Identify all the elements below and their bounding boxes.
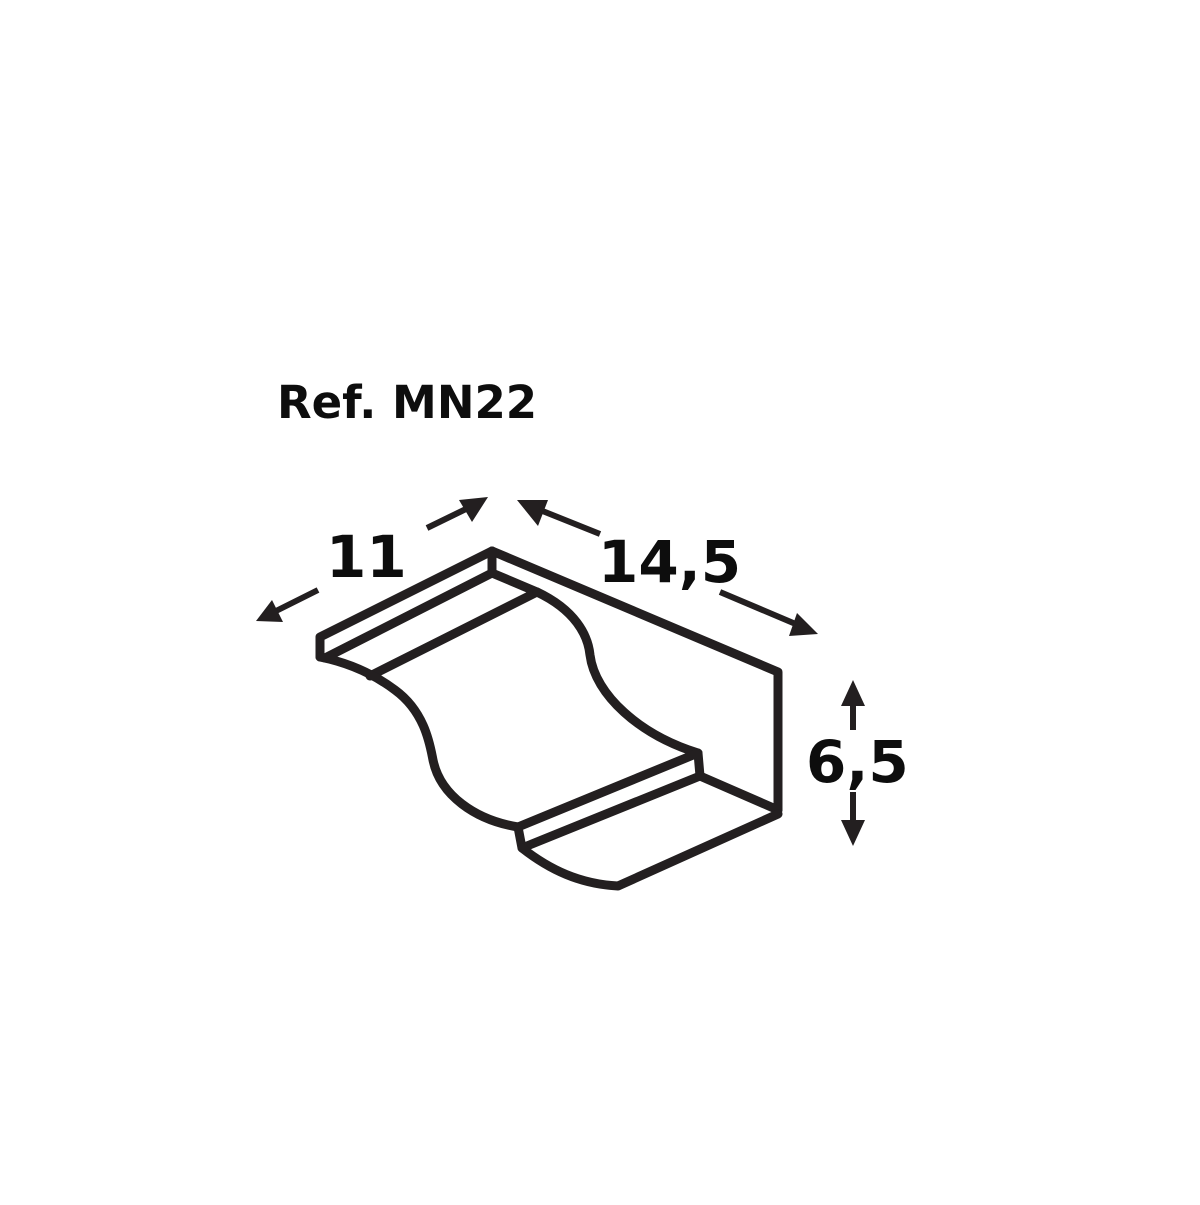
height-dimension-arrow <box>841 680 865 846</box>
length-dimension-arrow <box>517 500 818 636</box>
height-dimension-label: 6,5 <box>806 728 909 796</box>
length-dimension-label: 14,5 <box>598 528 742 596</box>
width-dimension-arrow <box>256 497 488 622</box>
reference-title: Ref. MN22 <box>277 376 538 429</box>
molding-outline <box>315 546 783 891</box>
width-dimension-label: 11 <box>326 523 407 591</box>
